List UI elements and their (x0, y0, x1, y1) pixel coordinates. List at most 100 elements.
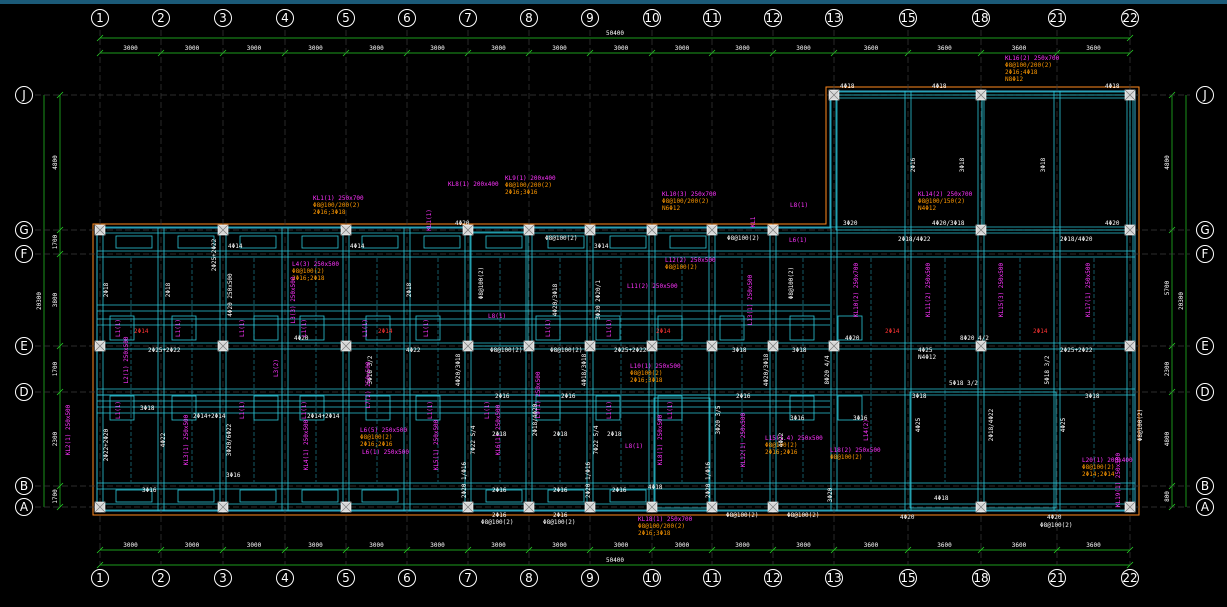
axis-bubble (1196, 86, 1214, 104)
column-hatch (828, 89, 840, 101)
axis-bubble (15, 337, 33, 355)
axis-bubble (152, 569, 170, 587)
beam-annotation: 5Φ18 3/2 (949, 380, 978, 387)
beam-annotation: L6(1) (789, 237, 807, 244)
axis-bubble (15, 477, 33, 495)
slab-opening (171, 395, 197, 421)
dim-tick (586, 546, 594, 554)
axis-label: 21 (1049, 11, 1064, 25)
dim-tick (56, 342, 64, 350)
beam-annotation: Φ8@100(2) (830, 454, 863, 461)
beam-annotation-vertical: KL5(1) 250x500 (433, 419, 440, 470)
dim-label: 2300 (52, 431, 59, 446)
stair-zone (653, 397, 711, 509)
beam-annotation: 2Φ14+2Φ14 (193, 413, 226, 420)
slab-opening (547, 235, 585, 249)
dim-tick (56, 388, 64, 396)
room-zone (835, 94, 983, 231)
beam-annotation-vertical: KL1(1) (426, 209, 433, 231)
dim-tick (648, 546, 656, 554)
slab-opening (115, 489, 153, 503)
column-hatch (523, 224, 535, 236)
axis-label: 2 (157, 571, 165, 585)
column-hatch (94, 340, 106, 352)
column-hatch (767, 224, 779, 236)
beam-annotation: 2Φ25+2Φ22 (148, 347, 181, 354)
column-hatch (462, 224, 474, 236)
axis-label: 2 (157, 11, 165, 25)
axis-label: 10 (644, 571, 659, 585)
beam-annotation: 3Φ18 (792, 347, 807, 354)
column-hatch (706, 340, 718, 352)
beam-annotation: L6(1) 250x500 (362, 449, 409, 456)
axis-bubble (520, 9, 538, 27)
beam-annotation-vertical: L3(3) 250x500 (290, 276, 297, 323)
axis-bubble (15, 221, 33, 239)
beam-annotation-vertical: L1(1) (484, 401, 491, 419)
column-hatch (975, 340, 987, 352)
axis-bubble (764, 9, 782, 27)
beam-annotation: Φ8@100(2) (787, 512, 820, 519)
slab-opening (109, 395, 135, 421)
dim-label: 3000 (123, 542, 138, 549)
axis-bubble (152, 9, 170, 27)
beam-annotation-vertical: 5Φ18 3/2 (1044, 355, 1051, 384)
axis-label: G (1200, 223, 1209, 237)
slab-opening (171, 315, 197, 341)
column-hatch (767, 340, 779, 352)
column-hatch (706, 501, 718, 513)
dim-label: 3600 (937, 542, 952, 549)
axis-label: A (20, 500, 29, 514)
slab-opening (115, 235, 153, 249)
dim-label: 3600 (1086, 45, 1101, 52)
annotation-layer: KL1(1) 250x700Φ8@100/200(2)2Φ16;3Φ18KL8(… (65, 55, 1144, 537)
column-hatch (975, 224, 987, 236)
beam-annotation-vertical: KL6(1) 250x500 (495, 404, 502, 455)
slab-opening (609, 235, 647, 249)
dim-label: 3000 (308, 45, 323, 52)
beam-annotation: 4Φ18 (1105, 83, 1120, 90)
beam-annotation: Φ8@100(2) (726, 512, 759, 519)
slab-opening (789, 395, 815, 421)
axis-label: 12 (765, 11, 780, 25)
beam-annotation: KL1(1) 250x700 (313, 195, 364, 202)
axis-label: 3 (219, 11, 227, 25)
beam-annotation: KL8(1) 200x400 (448, 181, 499, 188)
axis-grid-layer (35, 30, 1190, 565)
axis-label: 1 (96, 11, 104, 25)
slab-opening (547, 489, 585, 503)
beam-annotation-vertical: 3Φ18 3/2 (367, 355, 374, 384)
beam-annotation-vertical: L7(2) 250x500 (365, 361, 372, 408)
dim-total-label: 50400 (606, 30, 624, 37)
column-hatch (1124, 89, 1136, 101)
dim-label: 4800 (1164, 155, 1171, 170)
axis-label: 6 (403, 11, 411, 25)
axis-bubble (1048, 569, 1066, 587)
dim-tick (56, 482, 64, 490)
axis-label: F (21, 247, 28, 261)
axis-label: 3 (219, 571, 227, 585)
beam-annotation: L6(5) 250x500 (360, 427, 407, 434)
dim-tick (157, 546, 165, 554)
beam-annotation: Φ8@100(2) (550, 347, 583, 354)
beam-annotation-vertical: L1(1) (606, 401, 613, 419)
slab-opening (177, 235, 215, 249)
axis-label: 4 (281, 11, 289, 25)
axis-bubble (214, 9, 232, 27)
axis-bubble (899, 9, 917, 27)
room-zone (981, 94, 1131, 231)
beam-annotation-vertical: 4Φ20/3Φ18 (763, 353, 770, 386)
beam-annotation: Φ8@100(2) (630, 370, 663, 377)
column-layer (94, 89, 1136, 513)
dim-label: 3000 (552, 45, 567, 52)
dim-label: 800 (1164, 491, 1171, 502)
window-top-bar (0, 0, 1227, 4)
beam-annotation: 2Φ18 (553, 431, 568, 438)
beam-annotation-vertical: L1(1) (239, 401, 246, 419)
beam-annotation-vertical: 2Φ18 (406, 282, 413, 297)
stair-zone (469, 231, 529, 347)
axis-label: 21 (1049, 571, 1064, 585)
axis-bubble (15, 383, 33, 401)
column-hatch (523, 340, 535, 352)
